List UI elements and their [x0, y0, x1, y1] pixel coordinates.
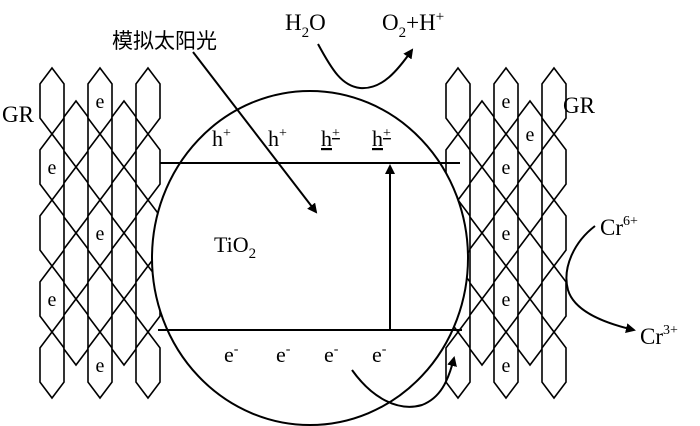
- band-electrons-row: e- e- e- e-: [224, 342, 387, 367]
- electron-transfer-arrow: [351, 356, 457, 408]
- graphene-hexagon: [87, 264, 113, 334]
- band-electron-label: e-: [224, 342, 239, 367]
- graphene-sheet-left: e e e e e: [39, 66, 161, 400]
- graphene-hexagon: [469, 231, 495, 301]
- tio2-particle: [151, 90, 469, 426]
- graphene-hexagon: [39, 330, 65, 400]
- graphene-hexagon: [63, 99, 89, 169]
- graphene-hexagon: [541, 330, 567, 400]
- graphene-hexagon: [63, 231, 89, 301]
- chromium-reduction-arrow: [565, 225, 636, 334]
- graphene-hexagon: [135, 330, 161, 400]
- hole-label: h+: [268, 126, 287, 151]
- graphene-hexagon: [517, 165, 543, 235]
- graphene-hexagon: [63, 297, 89, 367]
- graphene-hexagon: [469, 99, 495, 169]
- graphene-label-left: GR: [2, 102, 35, 127]
- graphene-hexagon: [111, 165, 137, 235]
- holes-row: h+ h+ h+ h+: [212, 126, 391, 151]
- sheet-electron-label: e: [48, 289, 57, 311]
- graphene-hexagon: [517, 231, 543, 301]
- sheet-electron-label: e: [502, 289, 511, 311]
- graphene-hexagon: [39, 66, 65, 136]
- oxygen-proton-label: O2+H+: [382, 9, 444, 41]
- sheet-electron-label: e: [502, 355, 511, 377]
- hole-label: h+: [372, 126, 391, 151]
- sunlight-arrow: [192, 51, 318, 214]
- graphene-hexagon: [445, 66, 471, 136]
- graphene-hexagon: [541, 132, 567, 202]
- sheet-electron-label: e: [96, 91, 105, 113]
- graphene-hexagon: [469, 165, 495, 235]
- graphene-label-right: GR: [563, 93, 596, 118]
- sheet-electron-label: e: [502, 223, 511, 245]
- water-label: H2O: [285, 10, 326, 41]
- chromium-3-label: Cr3+: [640, 323, 678, 349]
- sheet-electron-label: e: [48, 157, 57, 179]
- graphene-hexagon: [63, 165, 89, 235]
- graphene-hexagon: [445, 330, 471, 400]
- graphene-hexagon: [111, 297, 137, 367]
- graphene-hexagon: [111, 231, 137, 301]
- graphene-hexagon: [541, 264, 567, 334]
- graphene-hexagon: [469, 297, 495, 367]
- sheet-electron-label: e: [526, 124, 535, 146]
- graphene-hexagon: [87, 132, 113, 202]
- band-electron-label: e-: [372, 342, 387, 367]
- sunlight-label: 模拟太阳光: [112, 29, 217, 53]
- graphene-hexagon: [111, 99, 137, 169]
- graphene-hexagon: [541, 198, 567, 268]
- sheet-electron-label: e: [96, 223, 105, 245]
- chromium-6-label: Cr6+: [600, 214, 638, 240]
- hole-label: h+: [321, 126, 340, 151]
- sheet-electron-label: e: [502, 157, 511, 179]
- band-electron-label: e-: [276, 342, 291, 367]
- graphene-hexagon: [135, 66, 161, 136]
- hole-label: h+: [212, 126, 231, 151]
- band-electron-label: e-: [324, 342, 339, 367]
- sheet-electron-label: e: [502, 91, 511, 113]
- graphene-hexagon: [39, 198, 65, 268]
- tio2-label: TiO2: [214, 232, 256, 262]
- water-oxidation-arrow: [317, 43, 414, 90]
- graphene-hexagon: [135, 132, 161, 202]
- sheet-electron-label: e: [96, 355, 105, 377]
- graphene-hexagon: [517, 297, 543, 367]
